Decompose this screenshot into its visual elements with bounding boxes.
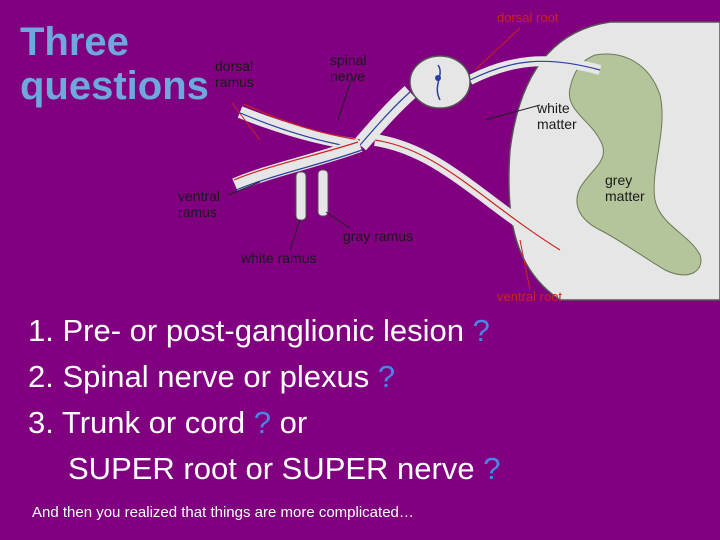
dorsal-ramus	[237, 106, 361, 151]
question-mark: ?	[483, 451, 501, 486]
label-gray-ramus: gray ramus	[343, 228, 414, 244]
label-white-matter: white matter	[537, 100, 577, 132]
question-mark: ?	[253, 405, 271, 440]
ventral-ramus	[232, 138, 363, 192]
slide-title: Three questions	[20, 20, 209, 108]
label-grey-matter: grey matter	[605, 172, 645, 204]
question-3: 3. Trunk or cord ? or	[28, 405, 308, 440]
dorsal-root-ganglion	[409, 55, 471, 109]
white-ramus-branch	[295, 171, 307, 221]
label-spinal-nerve: spinal nerve	[330, 52, 367, 84]
question-1: 1. Pre- or post-ganglionic lesion ?	[28, 313, 490, 348]
question-mark: ?	[472, 313, 490, 348]
label-ventral-root: ventral root	[497, 289, 563, 304]
footnote: And then you realized that things are mo…	[32, 504, 414, 521]
grey-matter	[568, 53, 702, 276]
question-mark: ?	[377, 359, 396, 394]
label-ventral-ramus: ventral ramus	[178, 188, 221, 220]
question-list: 1. Pre- or post-ganglionic lesion ? 2. S…	[28, 308, 500, 492]
label-dorsal-ramus: dorsal ramus	[215, 58, 254, 90]
label-dorsal-root: dorsal root	[497, 10, 559, 25]
question-2: 2. Spinal nerve or plexus ?	[28, 359, 396, 394]
label-white-ramus: white ramus	[241, 250, 317, 266]
question-3-continuation: SUPER root or SUPER nerve ?	[68, 451, 501, 486]
gray-ramus-branch	[317, 169, 329, 217]
